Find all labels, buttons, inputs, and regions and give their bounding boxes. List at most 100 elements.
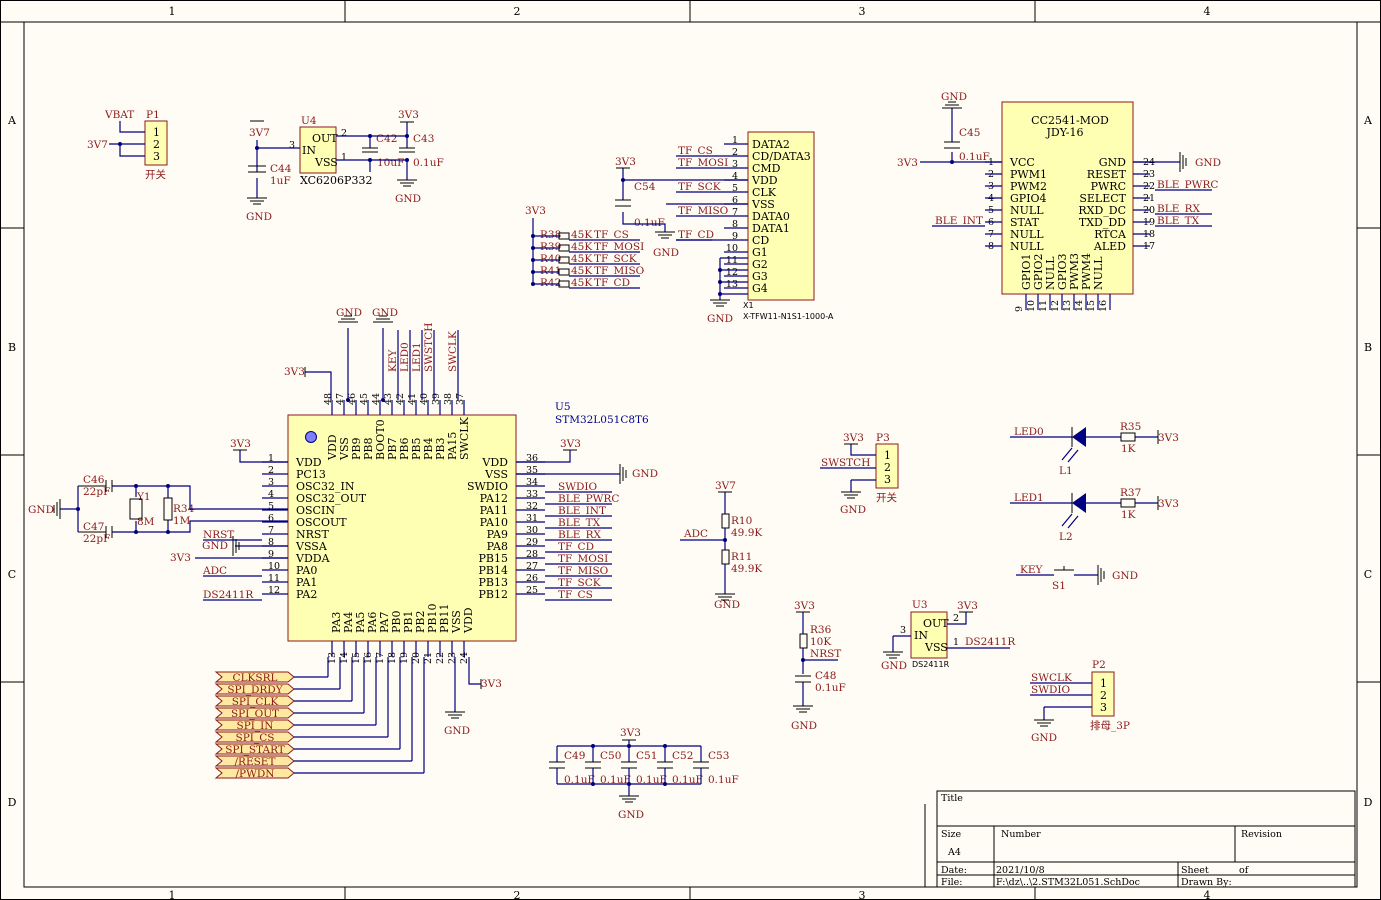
u4-regulator[interactable]: U4 OUT IN VSS XC6206P332 3V7 3V3 2 1 3 C… — [246, 109, 444, 223]
row-label-b: B — [8, 341, 16, 354]
x1-gnd-label-2: GND — [707, 313, 733, 325]
u5-pin-num: 29 — [526, 537, 538, 548]
net-flag[interactable] — [214, 671, 295, 683]
p2-net-swdio: SWDIO — [1031, 684, 1071, 696]
u5-pin-num: 8 — [268, 537, 274, 548]
x1-pin-name: DATA2 — [752, 138, 790, 151]
ble-gnd-top: GND — [941, 91, 967, 103]
col-label-4-bottom: 4 — [1204, 889, 1211, 900]
p1-pin-2: 2 — [153, 138, 160, 151]
crystal-circuit[interactable]: C46 22pF C47 22pF Y1 8M R34 1M GND — [28, 474, 288, 545]
u5-pin-name: PA1 — [296, 576, 317, 589]
u5-pin-name: PA4 — [342, 612, 355, 633]
u5-pin-name: PB2 — [414, 611, 427, 633]
u5-pin-name: OSCOUT — [296, 516, 347, 529]
p1-switch[interactable]: P1 VBAT 3V7 1 2 3 开关 — [87, 109, 168, 181]
c54-value: 0.1uF — [634, 217, 665, 229]
net-flag[interactable] — [214, 707, 295, 719]
u3-pin-in: IN — [914, 629, 928, 642]
c47-ref: C47 — [83, 521, 104, 533]
u5-pin-name: VDD — [326, 434, 339, 461]
key-switch[interactable]: KEY S1 GND — [1016, 564, 1138, 592]
title-block: Title Size A4 Number Revision Date: 2021… — [924, 790, 1356, 888]
p1-pin-3: 3 — [153, 150, 160, 163]
adc-divider[interactable]: 3V7 R10 49.9K R11 49.9K ADC GND — [680, 480, 762, 611]
u3-ds2411[interactable]: U3 OUT IN VSS DS2411R 3V3 DS2411R 2 1 3 … — [881, 599, 1016, 672]
u5-right-net: TF_SCK — [558, 577, 601, 589]
u5-pin-num: 33 — [526, 489, 538, 500]
reset-rc[interactable]: 3V3 R36 10K NRST C48 0.1uF GND — [791, 600, 846, 732]
u5-pin-name: PA10 — [480, 516, 508, 529]
u5-pin-name: OSC32_OUT — [296, 492, 367, 505]
pullup-value: 45K — [571, 277, 592, 289]
ble-pin-name: ALED — [1093, 240, 1126, 253]
u5-pin-name: VSSA — [295, 540, 328, 553]
u5-left-net: ADC — [202, 565, 227, 577]
net-flag[interactable] — [214, 695, 295, 707]
u5-pin-name: PC13 — [296, 468, 326, 481]
u5-pin-name: PB11 — [438, 604, 451, 633]
drawn-by-label: Drawn By: — [1181, 877, 1232, 888]
u4-gnd-label-right: GND — [395, 193, 421, 205]
u5-bottom-pins: PA313PA414PA515PA616PA717PB018PB119PB220… — [327, 604, 475, 664]
y1-value: 8M — [137, 516, 155, 528]
p2-header[interactable]: P2 1 2 3 排母_3P SWCLK SWDIO GND — [1030, 659, 1130, 744]
net-flag[interactable] — [214, 755, 295, 767]
key-net-label: KEY — [1020, 564, 1044, 576]
u3-part: DS2411R — [912, 660, 950, 669]
u5-top-net: SWCLK — [447, 331, 459, 372]
ble-bottom-num: 14 — [1074, 300, 1085, 312]
cc2541-module[interactable]: CC2541-MOD JDY-16 VCC1PWM12PWM23GPIO44NU… — [897, 91, 1221, 312]
u3-pin-out: OUT — [923, 617, 949, 630]
decap-3v3-label: 3V3 — [620, 727, 641, 739]
ble-bottom-name: NULL — [1092, 256, 1105, 290]
ble-title: CC2541-MOD — [1031, 114, 1109, 127]
r10-value: 49.9K — [731, 527, 762, 539]
u4-pin-num-1: 1 — [341, 152, 347, 163]
u3-pin-num-3: 3 — [900, 625, 906, 636]
u5-pin-num: 25 — [526, 585, 538, 596]
net-flag-label: SPI_OUT — [231, 708, 279, 720]
decap-value: 0.1uF — [708, 774, 739, 786]
u5-pin-name: PB6 — [398, 438, 411, 460]
ble-bottom-name: GPIO1 — [1020, 253, 1033, 290]
r11-ref: R11 — [731, 551, 752, 563]
u5-pin-name: SWDIO — [467, 480, 508, 493]
net-flag[interactable] — [214, 719, 295, 731]
net-flag[interactable] — [214, 731, 295, 743]
net-flag[interactable] — [214, 767, 295, 779]
led-indicators[interactable]: LED0 R35 1K 3V3 L1 LED1 R37 1K 3V3 L2 — [1010, 421, 1179, 543]
u5-pin-num: 41 — [407, 393, 418, 405]
net-flag-label: SPI_IN — [237, 720, 274, 732]
size-label: Size — [941, 829, 962, 840]
net-flag[interactable] — [214, 743, 295, 755]
u5-pin-num: 35 — [526, 465, 538, 476]
net-flag[interactable] — [214, 683, 295, 695]
x1-pin-num: 10 — [726, 243, 738, 254]
u5-mcu[interactable]: U5 STM32L051C8T6 VDD1PC132OSC32_IN3OSC32… — [170, 307, 658, 737]
decoupling-caps[interactable]: 3V3 GND C490.1uFC500.1uFC510.1uFC520.1uF… — [549, 727, 739, 821]
p2-name: 排母_3P — [1090, 719, 1130, 732]
u5-pin-name: OSC32_IN — [296, 480, 355, 493]
p2-gnd-label: GND — [1031, 732, 1057, 744]
u5-3v3-right: 3V3 — [560, 438, 581, 450]
ble-pin-list: VCC1PWM12PWM23GPIO44NULL5STAT6BLE_INTNUL… — [932, 156, 1218, 253]
ble-bottom-num: 11 — [1038, 300, 1049, 312]
u5-pin-name: PB14 — [479, 564, 508, 577]
u5-pin-num: 31 — [526, 513, 538, 524]
ble-bottom-name: PWM4 — [1080, 253, 1093, 290]
u5-pin-num: 34 — [526, 477, 538, 488]
x1-tf-socket[interactable]: DATA21CD/DATA32TF_CSCMD3TF_MOSIVDD4CLK5T… — [615, 131, 834, 325]
p2-pin-2: 2 — [1100, 689, 1107, 702]
p3-switch[interactable]: P3 3V3 1 2 3 开关 SWSTCH GND — [820, 432, 899, 516]
spi-flags[interactable]: CLKSRLSPI_DRDYSPI_CLKSPI_OUTSPI_INSPI_CS… — [214, 657, 425, 780]
u5-right-net: SWDIO — [558, 481, 598, 493]
ble-pin-name: RTCA — [1094, 228, 1127, 241]
u5-pin-num: 16 — [363, 652, 374, 664]
u5-pin-num: 5 — [268, 501, 274, 512]
u4-gnd-label-left: GND — [246, 211, 272, 223]
